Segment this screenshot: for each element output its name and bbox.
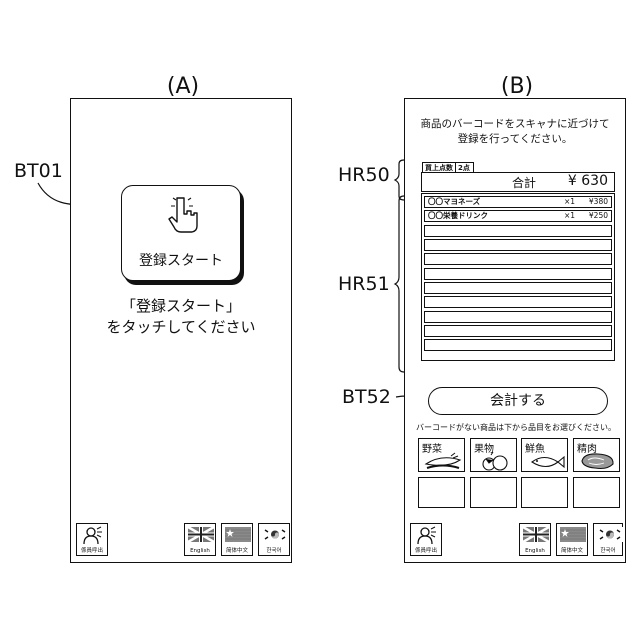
- empty-list-row: [424, 239, 612, 251]
- category-fish-button[interactable]: 鮮魚: [521, 438, 568, 472]
- china-flag-icon: [560, 527, 586, 542]
- category-vegetables-button[interactable]: 野菜: [418, 438, 465, 472]
- item-qty: ×1: [564, 197, 575, 207]
- lang-korean-label: 한국어: [594, 546, 622, 554]
- hr51-brace: [395, 196, 404, 372]
- total-value: ¥ 630: [568, 173, 608, 189]
- start-button-label: 登録スタート: [122, 250, 240, 270]
- empty-category-slot: [418, 477, 465, 508]
- empty-category-slot: [521, 477, 568, 508]
- empty-list-row: [424, 296, 612, 308]
- staff-call-button-b[interactable]: 係員呼出: [410, 523, 442, 556]
- lang-english-button-b[interactable]: English: [519, 523, 551, 556]
- lang-chinese-button-b[interactable]: 简体中文: [556, 523, 588, 556]
- lang-english-label: English: [185, 548, 215, 554]
- category-meat-button[interactable]: 精肉: [573, 438, 620, 472]
- item-qty: ×1: [564, 211, 575, 221]
- empty-list-row: [424, 225, 612, 237]
- lang-english-button-a[interactable]: English: [184, 523, 216, 556]
- item-price: ¥380: [589, 197, 608, 207]
- vegetables-icon: [423, 452, 463, 471]
- lang-chinese-button-a[interactable]: 简体中文: [221, 523, 253, 556]
- china-flag-icon: [225, 527, 251, 542]
- uk-flag-icon: [523, 527, 549, 542]
- no-barcode-text: バーコードがない商品は下から品目をお選びください。: [410, 422, 622, 433]
- meat-icon: [579, 451, 617, 471]
- korea-flag-icon: [597, 527, 623, 542]
- item-count-tag: 買上点数: [422, 162, 456, 172]
- uk-flag-icon: [188, 527, 214, 542]
- staff-call-button-a[interactable]: 係員呼出: [76, 523, 108, 556]
- empty-list-row: [424, 325, 612, 337]
- empty-list-row: [424, 268, 612, 280]
- item-count-value: 2点: [455, 162, 474, 172]
- staff-call-icon: [417, 526, 437, 546]
- lang-korean-button-b[interactable]: 한국어: [593, 523, 623, 556]
- item-name: 〇〇栄養ドリンク: [428, 211, 488, 221]
- empty-list-row: [424, 282, 612, 294]
- empty-category-slot: [470, 477, 517, 508]
- item-name: 〇〇マヨネーズ: [428, 197, 480, 207]
- scan-instruction-text: 商品のバーコードをスキャナに近づけて 登録を行ってください。: [410, 117, 620, 147]
- item-price: ¥250: [589, 211, 608, 221]
- start-registration-button[interactable]: 登録スタート: [121, 185, 241, 281]
- total-display: 合計 ¥ 630: [421, 172, 615, 192]
- list-item[interactable]: 〇〇栄養ドリンク ×1 ¥250: [424, 210, 612, 222]
- fruit-icon: [479, 451, 513, 472]
- lang-chinese-label: 简体中文: [557, 546, 587, 554]
- lang-chinese-label: 简体中文: [222, 546, 252, 554]
- empty-list-row: [424, 311, 612, 323]
- empty-list-row: [424, 339, 612, 351]
- empty-list-row: [424, 253, 612, 265]
- korea-flag-icon: [262, 527, 288, 542]
- lang-english-label: English: [520, 548, 550, 554]
- start-instruction-text: 「登録スタート」 をタッチしてください: [85, 296, 277, 338]
- total-label: 合計: [512, 174, 536, 191]
- category-fruit-button[interactable]: 果物: [470, 438, 517, 472]
- staff-call-label: 係員呼出: [77, 546, 107, 554]
- item-list: 〇〇マヨネーズ ×1 ¥380 〇〇栄養ドリンク ×1 ¥250: [421, 193, 615, 361]
- checkout-button[interactable]: 会計する: [428, 387, 608, 415]
- list-item[interactable]: 〇〇マヨネーズ ×1 ¥380: [424, 196, 612, 208]
- fish-icon: [528, 453, 566, 471]
- staff-call-label: 係員呼出: [411, 546, 441, 554]
- hr50-brace: [395, 160, 404, 200]
- lang-korean-button-a[interactable]: 한국어: [258, 523, 290, 556]
- lang-korean-label: 한국어: [259, 546, 289, 554]
- empty-category-slot: [573, 477, 620, 508]
- staff-call-icon: [83, 526, 103, 546]
- pointing-hand-icon: [168, 196, 198, 234]
